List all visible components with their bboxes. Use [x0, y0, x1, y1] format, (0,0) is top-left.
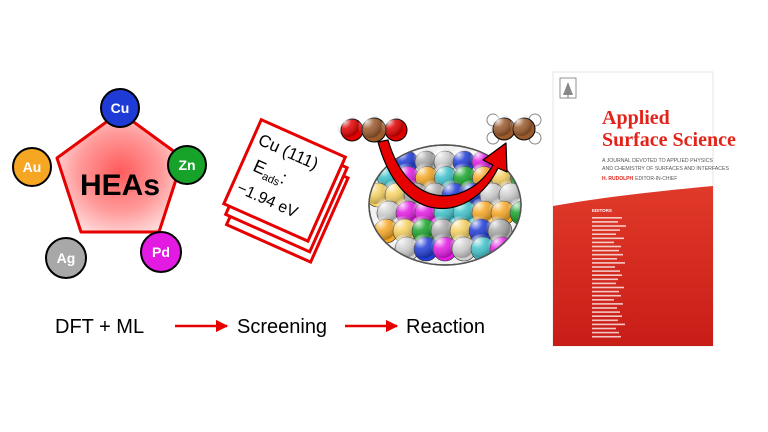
cover-editor-line — [592, 282, 616, 285]
element-zn-label: Zn — [178, 157, 195, 173]
cover-editor-line — [592, 331, 619, 334]
cover-subtitle-line2: AND CHEMISTRY OF SURFACES AND INTERFACES — [602, 166, 729, 172]
cover-editor-line — [592, 311, 620, 313]
cover-editor-line — [592, 274, 622, 276]
cover-editor-line — [592, 294, 621, 297]
surface-atom-highlight — [486, 216, 510, 240]
cover-editor-line — [592, 258, 617, 260]
cover-editor-line — [592, 290, 619, 293]
cover-editor-line — [592, 319, 618, 322]
surface-atom-highlight — [489, 198, 513, 222]
cover-editors-heading: EDITORS — [592, 208, 612, 213]
cover-editor-line — [592, 217, 622, 219]
surface-atom-highlight — [497, 180, 521, 204]
cover-editor-line — [592, 303, 623, 305]
cover-editor-line — [592, 233, 616, 235]
cover-editor-line — [592, 315, 622, 317]
cover-red-panel — [553, 186, 713, 346]
cover-editor-line — [592, 270, 620, 272]
journal-cover: Applied Surface Science A JOURNAL DEVOTE… — [552, 71, 736, 347]
adsorption-card-stack: Cu (111) Eads: −1.94 eV — [221, 117, 351, 265]
reactant-molecule — [337, 114, 408, 143]
workflow-step-screening: Screening — [237, 316, 327, 338]
element-node-zn: Zn — [167, 145, 207, 185]
cover-editor-line — [592, 253, 623, 256]
cover-editor-line — [592, 229, 620, 231]
surface-atom-highlight — [469, 234, 493, 258]
cover-editor-line — [592, 335, 621, 338]
cover-editor-line — [592, 327, 616, 330]
surface-atom-highlight — [410, 216, 434, 240]
workflow-row: DFT + ML Screening Reaction — [55, 316, 485, 338]
hea-pentagon — [55, 110, 185, 234]
card-front — [221, 117, 348, 244]
hea-center-label: HEAs — [80, 169, 160, 202]
surface-atom-highlight — [412, 234, 436, 258]
reaction-arrow — [377, 139, 508, 210]
element-node-au: Au — [12, 147, 52, 187]
surface-atom-highlight — [448, 216, 472, 240]
surface-atom-highlight — [429, 216, 453, 240]
element-node-cu: Cu — [100, 88, 140, 128]
cover-title-line2: Surface Science — [602, 129, 736, 151]
cover-editor-line — [592, 286, 624, 289]
surface-atom-highlight — [431, 234, 455, 258]
surface-atom-highlight — [375, 198, 399, 222]
element-cu-label: Cu — [111, 100, 130, 116]
element-ag-label: Ag — [57, 250, 76, 266]
element-node-ag: Ag — [45, 237, 87, 279]
workflow-step-reaction: Reaction — [406, 316, 485, 338]
surface-atom-highlight — [394, 198, 418, 222]
hea-diagram: HEAs Cu Zn Pd Ag Au — [12, 88, 207, 279]
workflow-step-dft-ml: DFT + ML — [55, 316, 144, 338]
element-au-label: Au — [23, 159, 42, 175]
cover-editor-line — [592, 221, 618, 223]
cover-editor-line — [592, 278, 618, 281]
product-molecule — [486, 113, 542, 145]
cover-editor-line — [592, 266, 615, 268]
element-node-pd: Pd — [140, 231, 182, 273]
cover-editor-line — [592, 299, 614, 301]
cover-editor-list — [592, 217, 626, 338]
cover-editor-line — [592, 237, 624, 240]
surface-atom-highlight — [508, 198, 521, 222]
surface-atom-highlight — [391, 216, 415, 240]
cover-editor-line — [592, 245, 621, 248]
cover-subtitle-line1: A JOURNAL DEVOTED TO APPLIED PHYSICS — [602, 158, 713, 164]
surface-atom-highlight — [467, 216, 491, 240]
cover-title-line1: Applied — [602, 107, 670, 129]
cover-editor-line — [592, 225, 626, 227]
publisher-logo — [559, 77, 577, 99]
cover-editor-line — [592, 241, 614, 244]
surface-atom-highlight — [450, 234, 474, 258]
cover-editor-line — [592, 307, 617, 309]
element-pd-label: Pd — [152, 244, 170, 260]
cover-editor-line — [592, 249, 619, 252]
surface-atom-highlight — [470, 198, 494, 222]
cover-editor-line — [592, 323, 625, 326]
cover-editor-line — [592, 262, 625, 264]
